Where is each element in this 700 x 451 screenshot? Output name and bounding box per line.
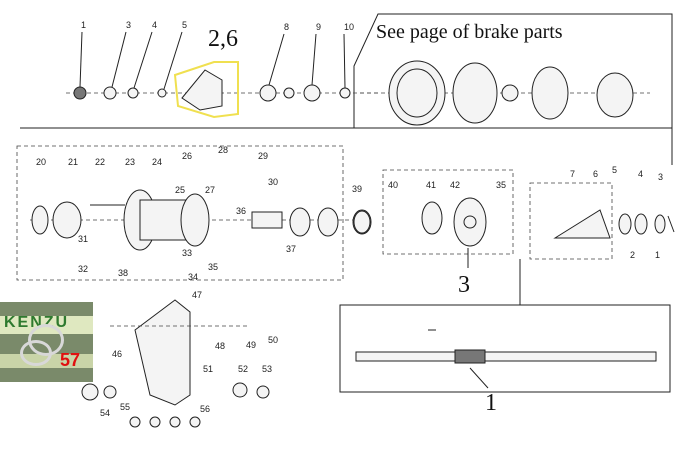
label-4: 4 [638,169,643,179]
label-32: 32 [78,264,88,274]
label-25: 25 [175,185,185,195]
label-29: 29 [258,151,268,161]
label-2: 2 [630,250,635,260]
brake-parts-header: See page of brake parts [376,21,563,43]
top-row-parts [73,60,634,126]
callout-2-6: 2,6 [208,26,238,52]
label-3: 3 [658,172,663,182]
label-1: 1 [655,250,660,260]
hub-labels: 20 21 22 23 24 25 26 27 28 29 30 31 32 3… [36,145,296,282]
shaft-box [339,259,671,393]
label-top-4: 4 [152,20,157,30]
label-39: 39 [352,184,362,194]
label-37: 37 [286,244,296,254]
bearing-photo: KENZU 57 [0,302,93,382]
label-6: 6 [593,169,598,179]
label-46: 46 [112,349,122,359]
label-top-3: 3 [126,20,131,30]
label-top-8: 8 [284,22,289,32]
label-27: 27 [205,185,215,195]
label-52: 52 [238,364,248,374]
right-parts [553,209,675,239]
label-31: 31 [78,234,88,244]
label-55: 55 [120,402,130,412]
label-20: 20 [36,157,46,167]
right-group-box [529,182,613,260]
label-top-5: 5 [182,20,187,30]
swing-arm-parts [81,299,270,428]
label-38: 38 [118,268,128,278]
seal-ring-icon [20,340,52,366]
sprocket-labels: 39 40 41 42 35 [352,180,506,194]
hub-group-box [16,145,344,281]
label-5: 5 [612,165,617,175]
highlight-bracket [173,61,239,119]
label-7: 7 [570,169,575,179]
label-53: 53 [262,364,272,374]
label-21: 21 [68,157,78,167]
label-56: 56 [200,404,210,414]
callout-3: 3 [458,272,470,298]
label-22: 22 [95,157,105,167]
label-36: 36 [236,206,246,216]
callout-1: 1 [485,390,497,416]
photo-label-57: 57 [60,350,81,370]
label-24: 24 [152,157,162,167]
connector-line [20,127,673,165]
right-labels: 7 6 5 4 3 2 1 [570,165,663,260]
shaft [355,329,657,389]
label-23: 23 [125,157,135,167]
label-26: 26 [182,151,192,161]
label-top-10: 10 [344,22,354,32]
label-49: 49 [246,340,256,350]
label-41: 41 [426,180,436,190]
label-top-1: 1 [81,20,86,30]
label-34: 34 [188,272,198,282]
label-35b: 35 [496,180,506,190]
label-28: 28 [218,145,228,155]
label-42: 42 [450,180,460,190]
sprocket-group-box [382,169,514,255]
label-40: 40 [388,180,398,190]
swing-arm-labels: 47 46 48 49 50 51 52 53 54 55 56 [100,290,278,418]
label-54: 54 [100,408,110,418]
label-33: 33 [182,248,192,258]
label-48: 48 [215,341,225,351]
label-top-9: 9 [316,22,321,32]
label-50: 50 [268,335,278,345]
label-35: 35 [208,262,218,272]
label-51: 51 [203,364,213,374]
label-30: 30 [268,177,278,187]
sprocket-parts [353,197,487,247]
label-47: 47 [192,290,202,300]
top-row-labels: 1 3 4 5 8 9 10 [79,20,354,90]
